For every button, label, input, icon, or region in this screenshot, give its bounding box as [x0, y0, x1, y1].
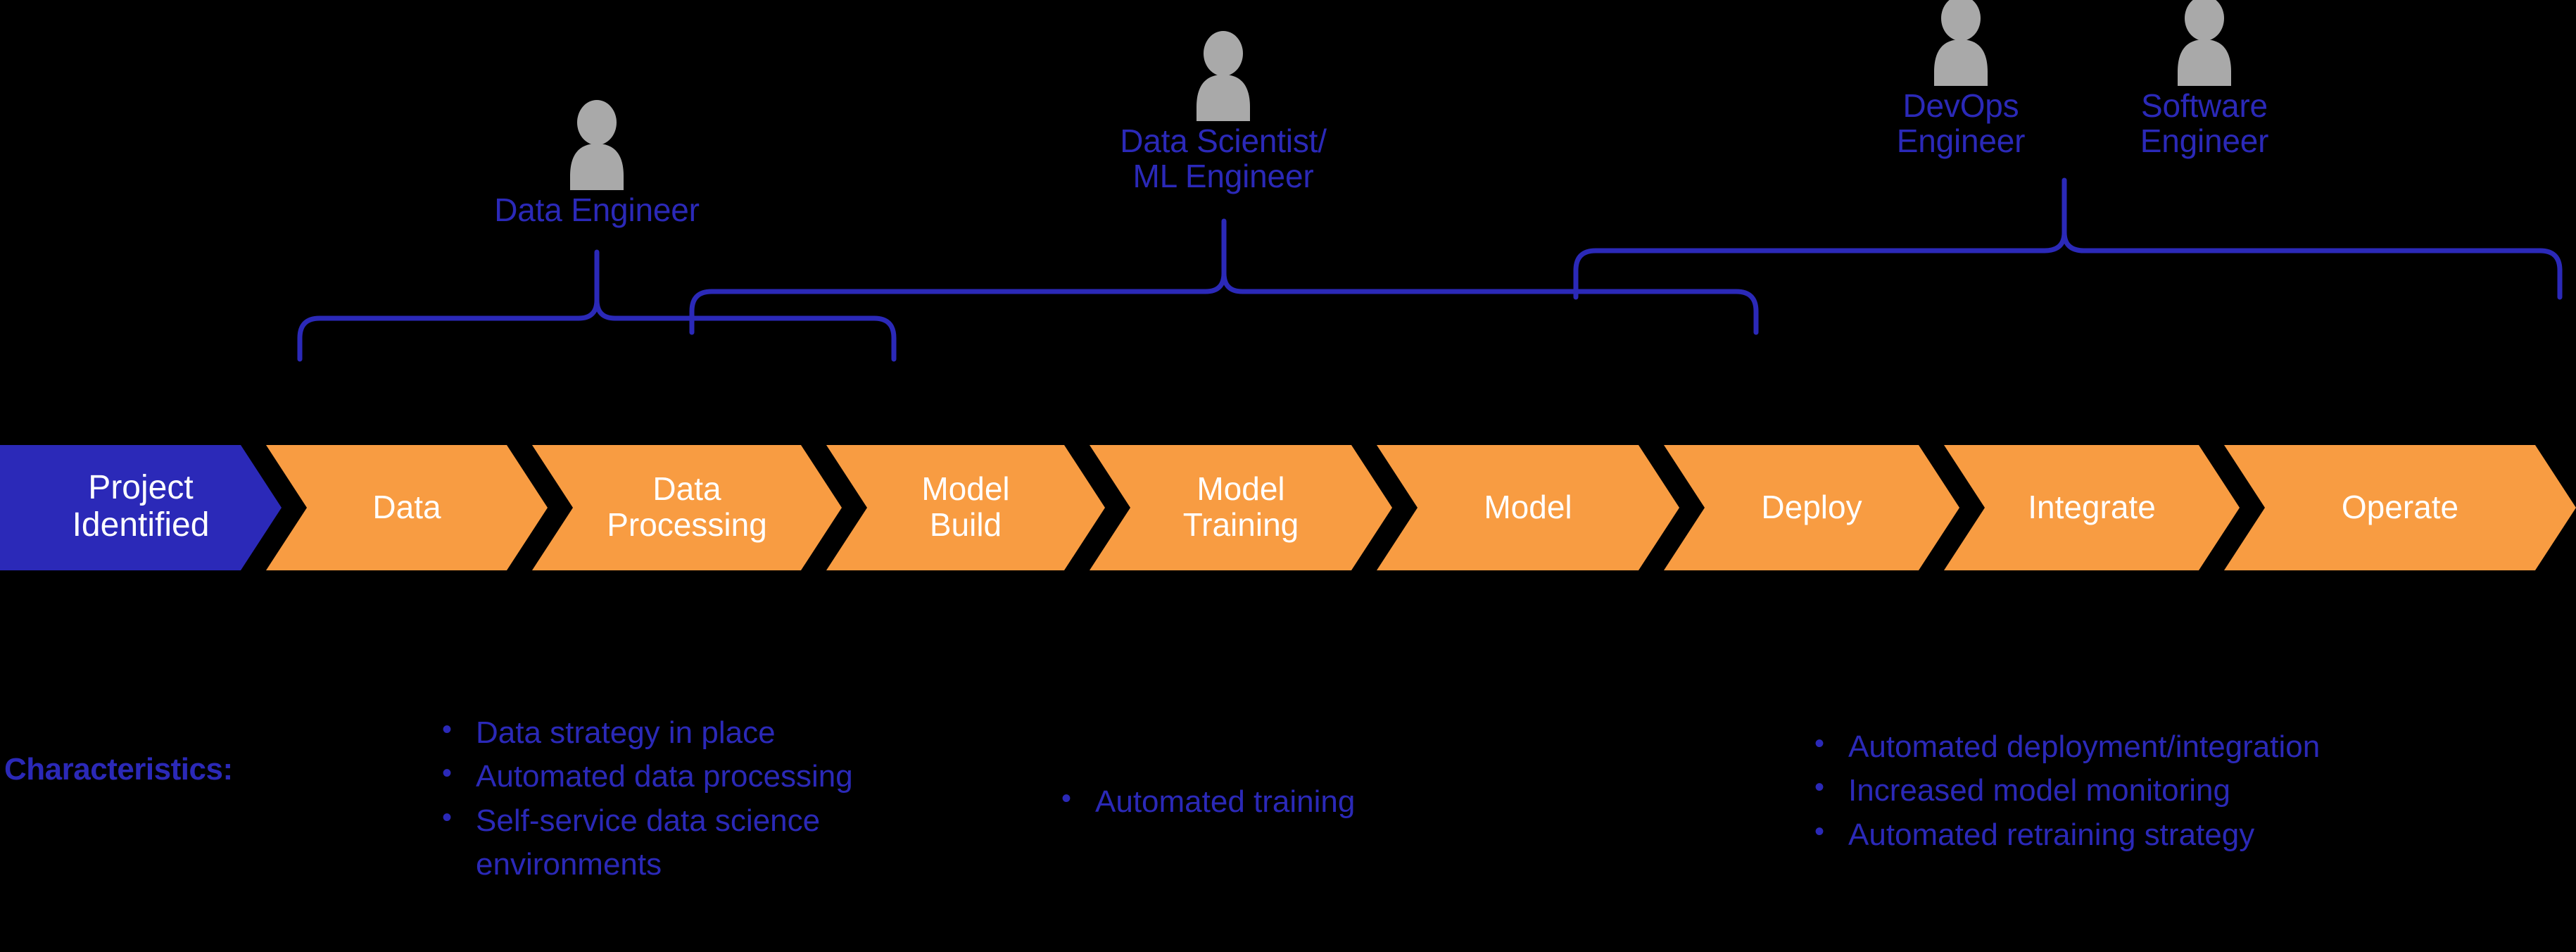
- person-icon: [2178, 0, 2231, 86]
- characteristics-group-data: Data strategy in place Automated data pr…: [436, 710, 999, 887]
- characteristics-title: Characteristics:: [4, 752, 233, 787]
- characteristics-group-training: Automated training: [1056, 779, 1506, 824]
- persona-data-scientist: Data Scientist/ ML Engineer: [1075, 31, 1371, 194]
- pipeline-stage-label: Project Identified: [72, 469, 210, 544]
- pipeline-chevron-band: Project Identified Data Data Processing …: [0, 445, 2576, 570]
- pipeline-stage-label: Integrate: [2028, 488, 2156, 525]
- brace-ops-engineers: [1572, 163, 2571, 300]
- pipeline-stage-deploy[interactable]: Deploy: [1664, 445, 1959, 570]
- pipeline-stage-model-build[interactable]: Model Build: [826, 445, 1105, 570]
- pipeline-stage-model-training[interactable]: Model Training: [1090, 445, 1392, 570]
- persona-label: Software Engineer: [2140, 87, 2269, 159]
- persona-label: Data Engineer: [494, 192, 700, 228]
- pipeline-stage-label: Operate: [2341, 488, 2459, 525]
- list-item: Data strategy in place: [436, 710, 999, 755]
- pipeline-stage-label: Model Build: [921, 470, 1010, 543]
- pipeline-stage-model[interactable]: Model: [1377, 445, 1679, 570]
- list-item: Automated training: [1056, 779, 1506, 824]
- person-icon: [1197, 31, 1250, 121]
- list-item: Self-service data science environments: [436, 798, 999, 887]
- characteristics-group-ops: Automated deployment/integration Increas…: [1809, 724, 2555, 857]
- list-item: Increased model monitoring: [1809, 768, 2555, 813]
- list-item: Automated data processing: [436, 753, 999, 798]
- pipeline-stage-integrate[interactable]: Integrate: [1944, 445, 2240, 570]
- persona-data-engineer: Data Engineer: [449, 100, 745, 228]
- person-icon: [570, 100, 624, 190]
- pipeline-stage-label: Model: [1484, 488, 1572, 525]
- persona-devops-engineer: DevOps Engineer: [1813, 0, 2109, 158]
- list-item: Automated retraining strategy: [1809, 812, 2555, 857]
- pipeline-stage-label: Deploy: [1761, 488, 1862, 525]
- person-icon: [1934, 0, 1988, 86]
- brace-data-engineer: [296, 232, 901, 362]
- list-item: Automated deployment/integration: [1809, 724, 2555, 769]
- persona-label: Data Scientist/ ML Engineer: [1120, 123, 1327, 194]
- pipeline-stage-project-identified[interactable]: Project Identified: [0, 445, 282, 570]
- persona-label: DevOps Engineer: [1896, 87, 2026, 159]
- pipeline-stage-data[interactable]: Data: [266, 445, 548, 570]
- pipeline-stage-label: Data Processing: [607, 470, 767, 543]
- persona-software-engineer: Software Engineer: [2057, 0, 2352, 158]
- pipeline-stage-data-processing[interactable]: Data Processing: [532, 445, 842, 570]
- pipeline-stage-label: Data: [372, 488, 441, 525]
- pipeline-stage-label: Model Training: [1182, 470, 1299, 543]
- brace-data-scientist: [688, 206, 1768, 335]
- pipeline-stage-operate[interactable]: Operate: [2224, 445, 2576, 570]
